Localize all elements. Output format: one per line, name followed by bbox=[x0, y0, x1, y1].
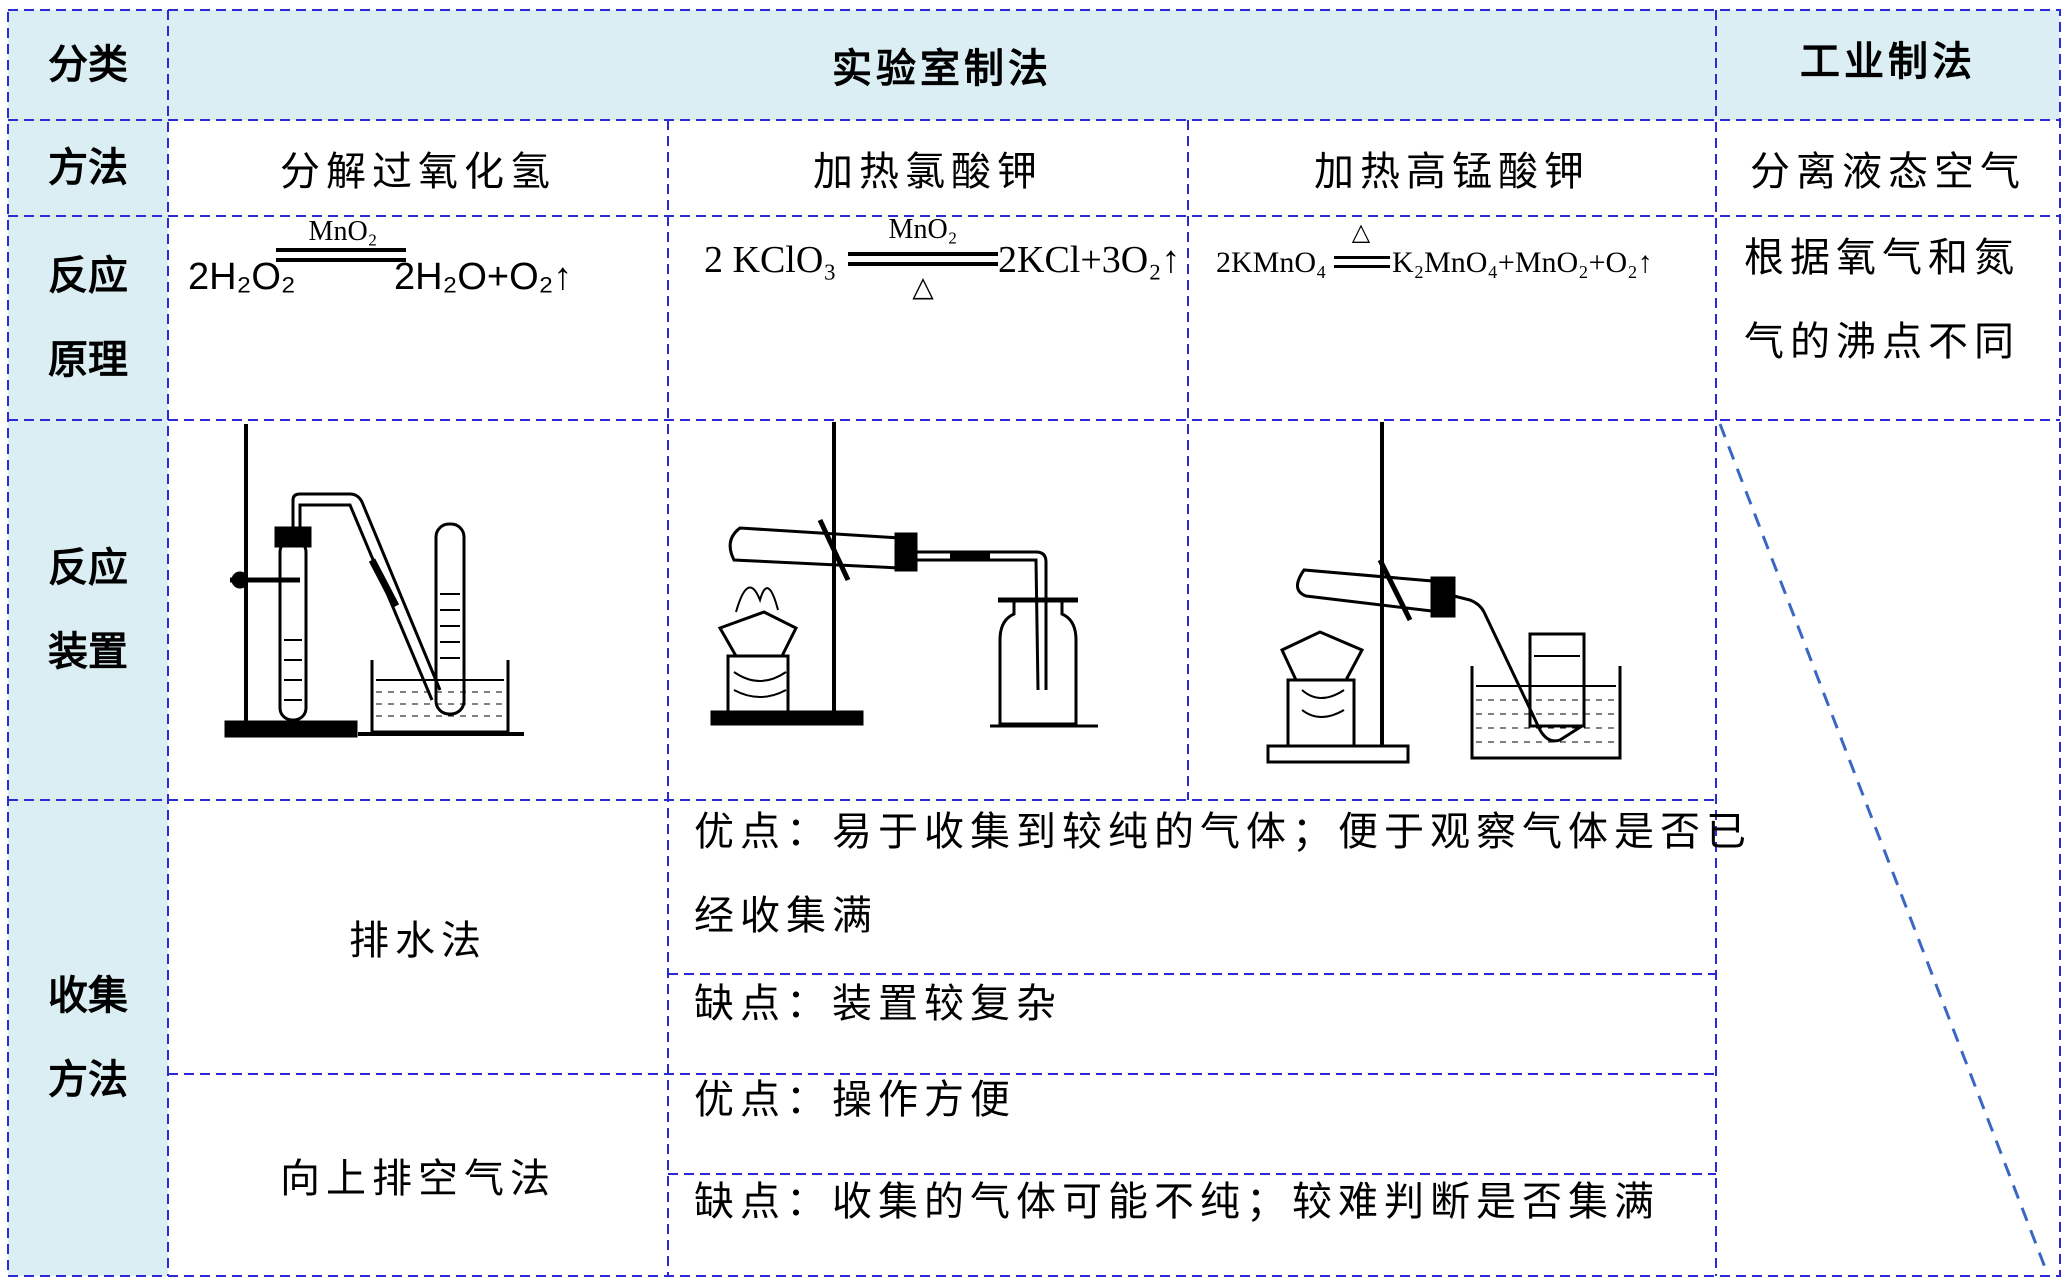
eq2-catalyst: MnO₂ bbox=[888, 214, 958, 245]
eq3-product: K₂MnO₄+MnO₂+O₂↑ bbox=[1392, 246, 1653, 279]
equation-h2o2: 2H₂O₂ MnO₂ 2H₂O+O₂↑ bbox=[168, 216, 668, 420]
upward-air-pros: 优点：操作方便 bbox=[694, 1077, 1016, 1123]
eq2-condition: △ bbox=[912, 272, 934, 303]
eq2-reactant: 2 KClO₃ bbox=[704, 239, 837, 281]
eq3-equals-sign bbox=[1334, 256, 1390, 268]
water-displacement-cons: 缺点：装置较复杂 bbox=[694, 981, 1062, 1027]
method-row-label: 方法 bbox=[48, 144, 128, 191]
principle-row-label: 反应 原理 bbox=[48, 252, 128, 383]
eq1-reactant: 2H₂O₂ bbox=[188, 256, 296, 298]
eq3-reactant: 2KMnO₄ bbox=[1216, 246, 1327, 279]
eq1-equals-sign bbox=[276, 248, 406, 262]
collection-upward-air-displacement: 向上排空气法 bbox=[280, 1156, 556, 1202]
method-heat-kclo3: 加热氯酸钾 bbox=[813, 149, 1043, 195]
category-header: 分类 bbox=[48, 41, 128, 88]
collection-row-label: 收集 方法 bbox=[48, 972, 128, 1103]
eq3-condition: △ bbox=[1351, 220, 1371, 246]
equation-kclo3: 2 KClO₃ MnO₂ △ 2KCl+3O₂↑ bbox=[668, 214, 1188, 420]
method-heat-kmno4: 加热高锰酸钾 bbox=[1314, 149, 1590, 195]
water-pros-line2: 经收集满 bbox=[694, 893, 878, 939]
industrial-principle-line2: 气的沸点不同 bbox=[1744, 319, 2020, 365]
method-liquid-air: 分离液态空气 bbox=[1750, 149, 2026, 195]
collection-water-displacement: 排水法 bbox=[349, 918, 487, 964]
industrial-method-header: 工业制法 bbox=[1800, 37, 1976, 85]
eq1-product: 2H₂O+O₂↑ bbox=[394, 256, 573, 298]
apparatus-row-label: 反应 装置 bbox=[48, 544, 128, 675]
water-pros-line1: 优点：易于收集到较纯的气体；便于观察气体是否已 bbox=[694, 809, 1752, 855]
eq2-equals-sign bbox=[848, 252, 998, 266]
industrial-principle-line1: 根据氧气和氮 bbox=[1744, 235, 2020, 281]
upward-air-cons: 缺点：收集的气体可能不纯；较难判断是否集满 bbox=[694, 1179, 1660, 1225]
eq2-product: 2KCl+3O₂↑ bbox=[998, 239, 1181, 281]
water-displacement-pros: 优点：易于收集到较纯的气体；便于观察气体是否已 经收集满 bbox=[668, 790, 1752, 974]
equation-kmno4: 2KMnO₄ △ K₂MnO₄+MnO₂+O₂↑ bbox=[1188, 216, 1716, 420]
industrial-principle: 根据氧气和氮 气的沸点不同 bbox=[1716, 216, 2060, 420]
lab-method-header: 实验室制法 bbox=[832, 45, 1052, 92]
eq1-catalyst: MnO₂ bbox=[308, 216, 378, 247]
method-decompose-h2o2: 分解过氧化氢 bbox=[280, 149, 556, 195]
